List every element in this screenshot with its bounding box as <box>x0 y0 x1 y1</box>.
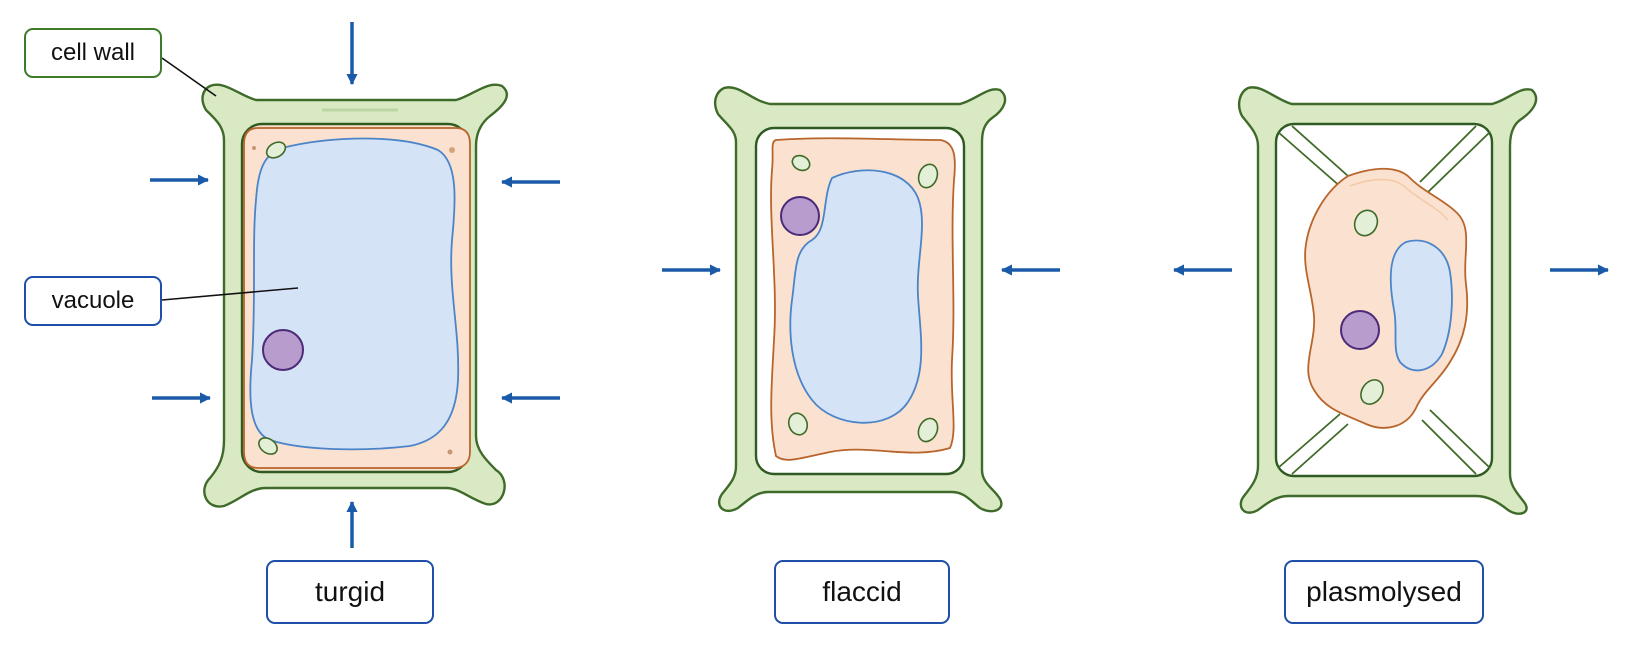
vacuole-leader-line <box>161 287 299 301</box>
plasmolysed-cell <box>1237 86 1538 515</box>
hechtian-strand-top-left <box>1277 125 1349 189</box>
turgid-chloroplast-1 <box>265 141 287 159</box>
cell-wall-leader-line <box>161 57 217 97</box>
flaccid-chloroplast-1 <box>791 154 811 172</box>
turgid-chloroplast-2 <box>258 437 278 455</box>
flaccid-nucleus <box>780 196 820 236</box>
turgid-cell <box>201 83 509 508</box>
turgid-vacuole <box>249 137 460 451</box>
hechtian-strand-bottom-left <box>1277 413 1349 475</box>
plasmolysed-chloroplast-1 <box>1353 209 1379 237</box>
plasmolysed-vacuole <box>1389 239 1453 372</box>
flaccid-chloroplast-2 <box>917 163 939 189</box>
plasmolysed-label: plasmolysed <box>1284 560 1484 624</box>
flaccid-chloroplast-3 <box>787 412 809 436</box>
vacuole-label: vacuole <box>24 276 162 326</box>
flaccid-vacuole <box>789 169 923 424</box>
turgid-label: turgid <box>266 560 434 624</box>
cell-wall-label: cell wall <box>24 28 162 78</box>
turgid-nucleus <box>262 329 304 371</box>
flaccid-cell <box>713 86 1007 513</box>
water-flow-arrows <box>150 22 1610 548</box>
hechtian-strand-top-right <box>1419 125 1491 195</box>
hechtian-strand-bottom-right <box>1421 409 1491 475</box>
plasmolysed-nucleus <box>1340 310 1380 350</box>
flaccid-label: flaccid <box>774 560 950 624</box>
plasmolysed-chloroplast-2 <box>1360 379 1384 405</box>
flaccid-chloroplast-4 <box>917 417 939 443</box>
